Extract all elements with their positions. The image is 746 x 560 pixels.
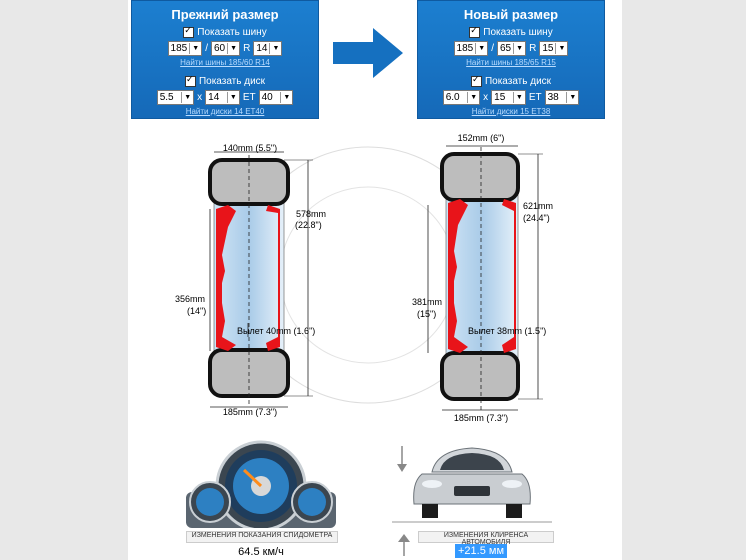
new-radius-select[interactable]: 15▼ xyxy=(539,41,569,56)
chevron-down-icon: ▼ xyxy=(512,92,525,103)
old-diam-mm: 356mm xyxy=(175,294,205,304)
arrow-right-icon xyxy=(333,28,403,78)
new-width-select[interactable]: 185▼ xyxy=(453,41,489,56)
new-wheel: 152mm (6") 621mm (24.4") 381mm (15") Выл… xyxy=(412,133,553,423)
old-radius-select[interactable]: 14▼ xyxy=(253,41,283,56)
new-show-disk-label: Показать диск xyxy=(484,76,552,87)
new-diam-mm: 381mm xyxy=(412,297,442,307)
old-show-tire-checkbox[interactable] xyxy=(183,25,195,38)
left-margin xyxy=(0,0,128,560)
new-rim-width: 152mm (6") xyxy=(458,133,505,143)
old-width-select[interactable]: 185▼ xyxy=(167,41,203,56)
speedo-label: ИЗМЕНЕНИЯ ПОКАЗАНИЯ СПИДОМЕТРА xyxy=(186,531,338,543)
old-rim-width: 140mm (5.5") xyxy=(223,143,277,153)
chevron-down-icon: ▼ xyxy=(227,43,239,54)
clearance-value: +21.5 мм xyxy=(455,544,508,558)
chevron-down-icon: ▼ xyxy=(226,92,239,103)
new-tire-width: 185mm (7.3") xyxy=(454,413,508,423)
new-height-mm: 621mm xyxy=(523,201,553,211)
car-icon xyxy=(392,446,552,523)
new-profile-select[interactable]: 65▼ xyxy=(496,41,527,56)
old-find-tires-link[interactable]: Найти шины 185/60 R14 xyxy=(180,58,270,67)
old-profile-select[interactable]: 60▼ xyxy=(210,41,241,56)
new-offset: Вылет 38mm (1.5") xyxy=(468,326,546,336)
old-panel-title: Прежний размер xyxy=(171,7,279,22)
chevron-down-icon: ▼ xyxy=(189,43,201,54)
old-offset-select[interactable]: 40 ▼ xyxy=(258,90,294,105)
new-offset-select[interactable]: 38 ▼ xyxy=(544,90,580,105)
clearance-label: ИЗМЕНЕНИЯ КЛИРЕНСА АВТОМОБИЛЯ xyxy=(418,531,554,546)
new-height-in: (24.4") xyxy=(523,213,550,223)
old-disk-width-select[interactable]: 5.5 ▼ xyxy=(156,90,195,105)
new-diam-in: (15") xyxy=(417,309,436,319)
chevron-down-icon: ▼ xyxy=(280,92,292,103)
chevron-down-icon: ▼ xyxy=(475,43,487,54)
chevron-down-icon: ▼ xyxy=(566,92,578,103)
old-find-disks-link[interactable]: Найти диски 14 ET40 xyxy=(185,107,265,116)
new-size-panel: Новый размер Показать шину 185▼ / 65▼ R … xyxy=(417,0,605,119)
new-show-tire-label: Показать шину xyxy=(483,27,553,38)
old-diam-in: (14") xyxy=(187,306,206,316)
wheel-comparison-diagram: 140mm (5.5") 578mm (22.8") 356mm (14") В… xyxy=(175,133,553,423)
old-height-mm: 578mm xyxy=(296,209,326,219)
right-margin xyxy=(622,0,746,560)
speedometer-icon xyxy=(186,440,336,528)
speedo-value: 64.5 км/ч xyxy=(238,546,284,558)
old-show-disk-checkbox[interactable] xyxy=(184,74,196,87)
old-disk-diam-select[interactable]: 14 ▼ xyxy=(205,90,240,105)
old-show-tire-label: Показать шину xyxy=(197,27,267,38)
new-show-disk-checkbox[interactable] xyxy=(470,74,482,87)
new-find-tires-link[interactable]: Найти шины 185/65 R15 xyxy=(466,58,556,67)
arrow-up-icon xyxy=(398,534,410,556)
old-height-in: (22.8") xyxy=(295,220,322,230)
old-offset: Вылет 40mm (1.6") xyxy=(237,326,315,336)
new-disk-diam-select[interactable]: 15 ▼ xyxy=(491,90,526,105)
chevron-down-icon: ▼ xyxy=(513,43,525,54)
chevron-down-icon: ▼ xyxy=(269,43,281,54)
new-panel-title: Новый размер xyxy=(463,7,559,22)
chevron-down-icon: ▼ xyxy=(555,43,567,54)
old-tire-width: 185mm (7.3") xyxy=(223,407,277,417)
new-show-tire-checkbox[interactable] xyxy=(469,25,481,38)
old-size-panel: Прежний размер Показать шину 185▼ / 60▼ … xyxy=(131,0,319,119)
new-find-disks-link[interactable]: Найти диски 15 ET38 xyxy=(471,107,551,116)
old-show-disk-label: Показать диск xyxy=(198,76,266,87)
chevron-down-icon: ▼ xyxy=(467,92,479,103)
old-wheel: 140mm (5.5") 578mm (22.8") 356mm (14") В… xyxy=(175,143,326,417)
chevron-down-icon: ▼ xyxy=(181,92,193,103)
new-disk-width-select[interactable]: 6.0 ▼ xyxy=(442,90,481,105)
